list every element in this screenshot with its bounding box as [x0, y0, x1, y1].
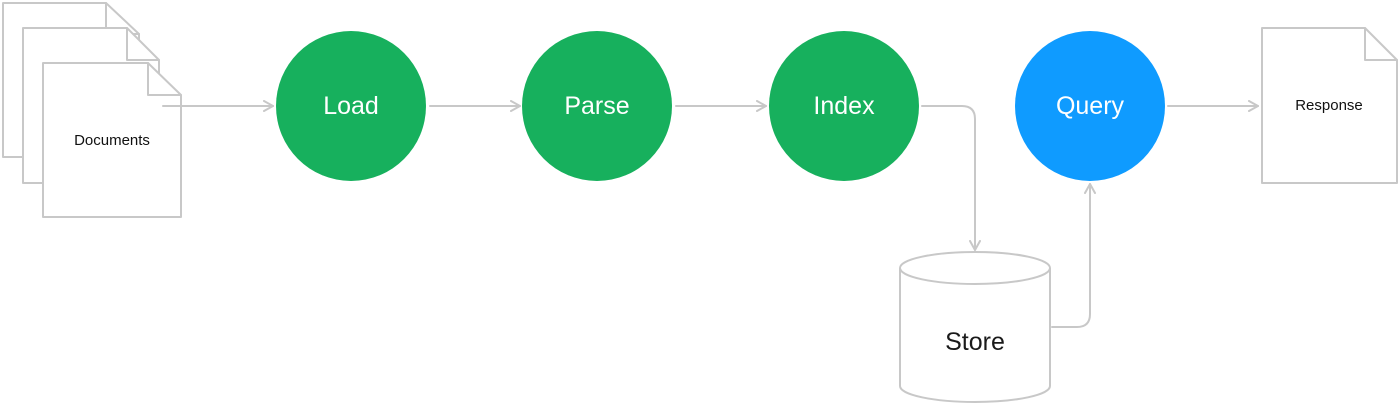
document-page-front-fold: [147, 62, 182, 96]
store-cylinder-top: [899, 251, 1051, 285]
document-page-middle-fold: [126, 27, 160, 61]
stage-load-circle: [276, 31, 426, 181]
documents-label: Documents: [74, 132, 150, 149]
response-page: [1261, 27, 1398, 184]
stage-query: Query: [1015, 31, 1165, 181]
response-page-fold: [1364, 27, 1398, 61]
documents-stack: Documents: [2, 2, 182, 218]
store-cylinder: Store: [899, 251, 1051, 403]
stage-parse-circle: [522, 31, 672, 181]
stage-parse: Parse: [522, 31, 672, 181]
store-cylinder-body: [899, 268, 1051, 403]
store-label: Store: [945, 328, 1005, 356]
response-label: Response: [1295, 97, 1363, 114]
stage-load: Load: [276, 31, 426, 181]
stage-parse-label: Parse: [564, 92, 629, 120]
stage-query-label: Query: [1056, 92, 1125, 120]
response-document: Response: [1261, 27, 1398, 184]
stage-query-circle: [1015, 31, 1165, 181]
document-page-front: [42, 62, 182, 218]
stage-index: Index: [769, 31, 919, 181]
stage-load-label: Load: [323, 92, 379, 120]
stage-index-label: Index: [813, 92, 875, 120]
stage-index-circle: [769, 31, 919, 181]
arrow-index-to-store: [921, 105, 981, 251]
arrow-store-to-query: [1051, 183, 1096, 328]
